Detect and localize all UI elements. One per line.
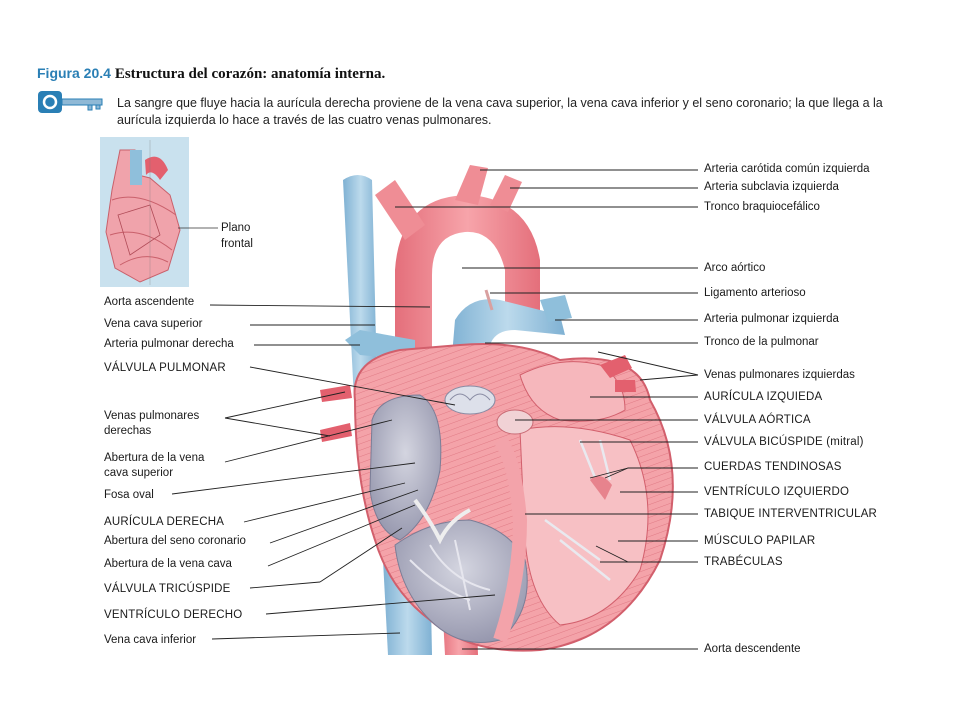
label-venas-pulmonares-derechas-2: derechas (104, 425, 152, 437)
tricuspid-valve (413, 498, 471, 545)
label-tronco-pulmonar: Tronco de la pulmonar (704, 336, 819, 348)
superior-vena-cava (343, 175, 378, 420)
label-arco-aortico: Arco aórtico (704, 262, 766, 274)
label-valvula-tricuspide: VÁLVULA TRICÚSPIDE (104, 583, 231, 595)
label-tronco-braquiocefalico: Tronco braquiocefálico (704, 201, 820, 213)
label-abertura-vena-cava: Abertura de la vena cava (104, 558, 232, 570)
label-valvula-aortica: VÁLVULA AÓRTICA (704, 414, 811, 426)
label-auricula-derecha: AURÍCULA DERECHA (104, 516, 225, 528)
label-valvula-pulmonar: VÁLVULA PULMONAR (104, 362, 226, 374)
pulmonary-veins-left (600, 355, 636, 392)
inset-label-frontal: frontal (221, 238, 253, 250)
label-auricula-izquierda: AURÍCULA IZQUIEDA (704, 391, 823, 403)
label-aorta-ascendente: Aorta ascendente (104, 296, 195, 308)
figure-number: Figura 20.4 (37, 65, 111, 81)
label-valvula-bicuspide: VÁLVULA BICÚSPIDE (mitral) (704, 436, 864, 448)
label-musculo-papilar: MÚSCULO PAPILAR (704, 535, 816, 547)
inset-frontal-plane (100, 137, 218, 287)
label-ventriculo-izquierdo: VENTRÍCULO IZQUIERDO (704, 486, 850, 498)
label-ligamento-arterioso: Ligamento arterioso (704, 287, 806, 299)
label-arteria-pulmonar-izquierda: Arteria pulmonar izquierda (704, 313, 839, 325)
left-ventricle (519, 426, 649, 626)
label-abertura-seno-coronario: Abertura del seno coronario (104, 535, 246, 547)
figure-heading: Estructura del corazón: anatomía interna… (114, 66, 386, 82)
inset-label-plano: Plano (221, 222, 251, 234)
label-trabeculas: TRABÉCULAS (704, 556, 783, 568)
aortic-valve (496, 409, 534, 435)
label-venas-pulmonares-izquierdas: Venas pulmonares izquierdas (704, 369, 855, 381)
pulmonary-valve (444, 385, 496, 415)
interventricular-septum (493, 435, 528, 643)
figure-title: Figura 20.4 Estructura del corazón: anat… (37, 65, 385, 83)
left-atrium (519, 361, 626, 422)
key-icon (38, 91, 103, 113)
label-venas-pulmonares-derechas-1: Venas pulmonares (104, 410, 200, 422)
label-vena-cava-superior: Vena cava superior (104, 318, 203, 330)
leader-lines-left (171, 304, 496, 640)
figure-caption: La sangre que fluye hacia la aurícula de… (117, 96, 883, 127)
label-ventriculo-derecho: VENTRÍCULO DERECHO (104, 609, 243, 621)
aortic-arch (375, 165, 540, 360)
label-vena-cava-inferior: Vena cava inferior (104, 634, 197, 646)
label-arteria-subclavia: Arteria subclavia izquierda (704, 181, 839, 193)
label-abertura-vc-superior-2: cava superior (104, 467, 174, 479)
label-abertura-vc-superior-1: Abertura de la vena (104, 452, 205, 464)
leader-lines-right (395, 169, 699, 650)
label-arteria-carotida: Arteria carótida común izquierda (704, 163, 870, 175)
label-cuerdas-tendinosas: CUERDAS TENDINOSAS (704, 461, 842, 473)
label-tabique-interventricular: TABIQUE INTERVENTRICULAR (704, 508, 878, 520)
label-aorta-descendente: Aorta descendente (704, 643, 801, 655)
label-arteria-pulmonar-derecha: Arteria pulmonar derecha (104, 338, 234, 350)
label-fosa-oval: Fosa oval (104, 489, 154, 501)
